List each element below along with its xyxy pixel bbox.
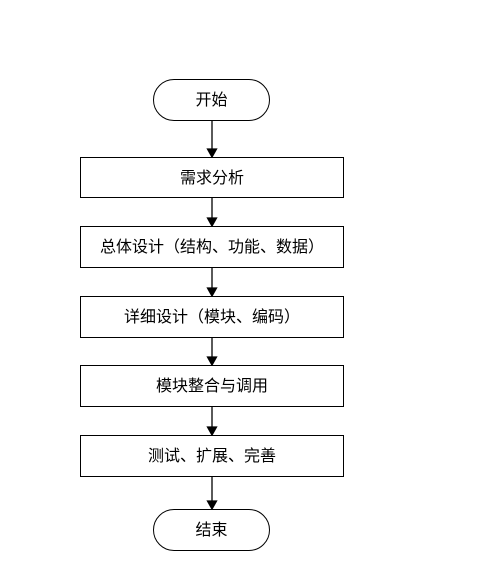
end-node: 结束 [153,509,270,551]
arrowhead-icon [206,500,218,511]
step-overall-design: 总体设计（结构、功能、数据） [80,226,344,268]
end-label: 结束 [195,520,228,539]
step-module-integration-label: 模块整合与调用 [155,376,268,395]
step-requirements-label: 需求分析 [179,167,244,187]
arrowhead-icon [206,287,218,298]
step-detailed-design: 详细设计（模块、编码） [80,296,344,338]
step-detailed-design-label: 详细设计（模块、编码） [123,307,300,326]
arrowhead-icon [206,217,218,228]
arrowhead-icon [206,356,218,367]
step-module-integration: 模块整合与调用 [80,365,344,407]
step-testing-extension: 测试、扩展、完善 [80,435,344,477]
step-testing-extension-label: 测试、扩展、完善 [147,446,276,465]
step-overall-design-label: 总体设计（结构、功能、数据） [99,237,324,256]
arrowhead-icon [206,426,218,437]
start-label: 开始 [195,90,228,109]
arrowhead-icon [206,148,218,159]
start-node: 开始 [153,79,270,121]
step-requirements-analysis: 需求分析 [80,157,344,198]
